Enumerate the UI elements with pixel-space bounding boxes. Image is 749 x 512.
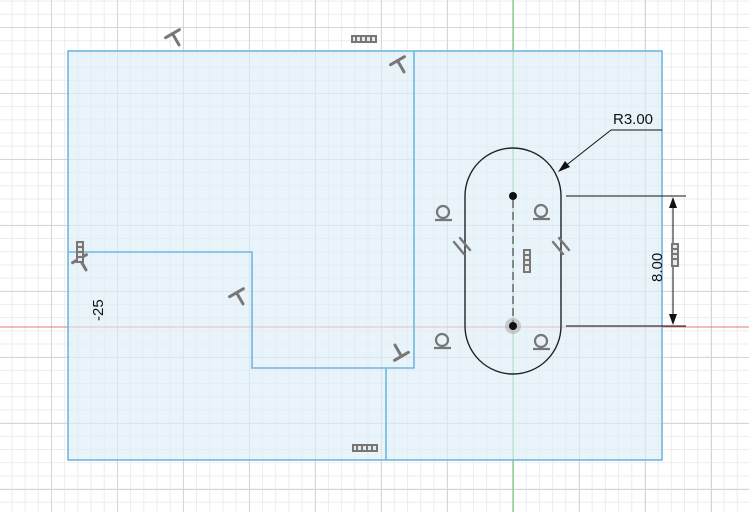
tangent-constraint-icon[interactable]: [434, 332, 451, 350]
length-dimension-label[interactable]: 8.00: [649, 253, 666, 282]
fix-constraint-icon[interactable]: [351, 35, 377, 43]
slot-outline[interactable]: [464, 147, 562, 375]
fix-constraint-icon[interactable]: [671, 243, 679, 267]
slot-center-point-top[interactable]: [509, 192, 517, 200]
length-dimension[interactable]: 8.00: [566, 195, 686, 327]
tangent-constraint-icon[interactable]: [533, 203, 550, 221]
tangent-constraint-icon[interactable]: [533, 333, 550, 351]
horizontal-constraint-icon[interactable]: [389, 55, 411, 76]
radius-dimension[interactable]: R3.00: [558, 111, 662, 172]
radius-dimension-label[interactable]: R3.00: [613, 111, 653, 128]
parallel-constraint-icon[interactable]: [551, 236, 571, 256]
inner-profile-edges[interactable]: [385, 51, 415, 460]
horizontal-constraint-icon[interactable]: [388, 341, 410, 362]
outer-profile[interactable]: [67, 50, 663, 461]
slot-center-point-bottom[interactable]: [509, 322, 517, 330]
horizontal-constraint-icon[interactable]: [228, 287, 250, 308]
offset-dimension-label[interactable]: -25: [90, 299, 107, 321]
fix-constraint-icon[interactable]: [523, 249, 531, 273]
step-profile-edges[interactable]: [68, 251, 386, 369]
parallel-constraint-icon[interactable]: [452, 236, 472, 256]
tangent-constraint-icon[interactable]: [435, 204, 452, 222]
fix-constraint-icon[interactable]: [352, 444, 378, 452]
fix-constraint-icon[interactable]: [76, 241, 84, 263]
horizontal-constraint-icon[interactable]: [164, 28, 186, 49]
